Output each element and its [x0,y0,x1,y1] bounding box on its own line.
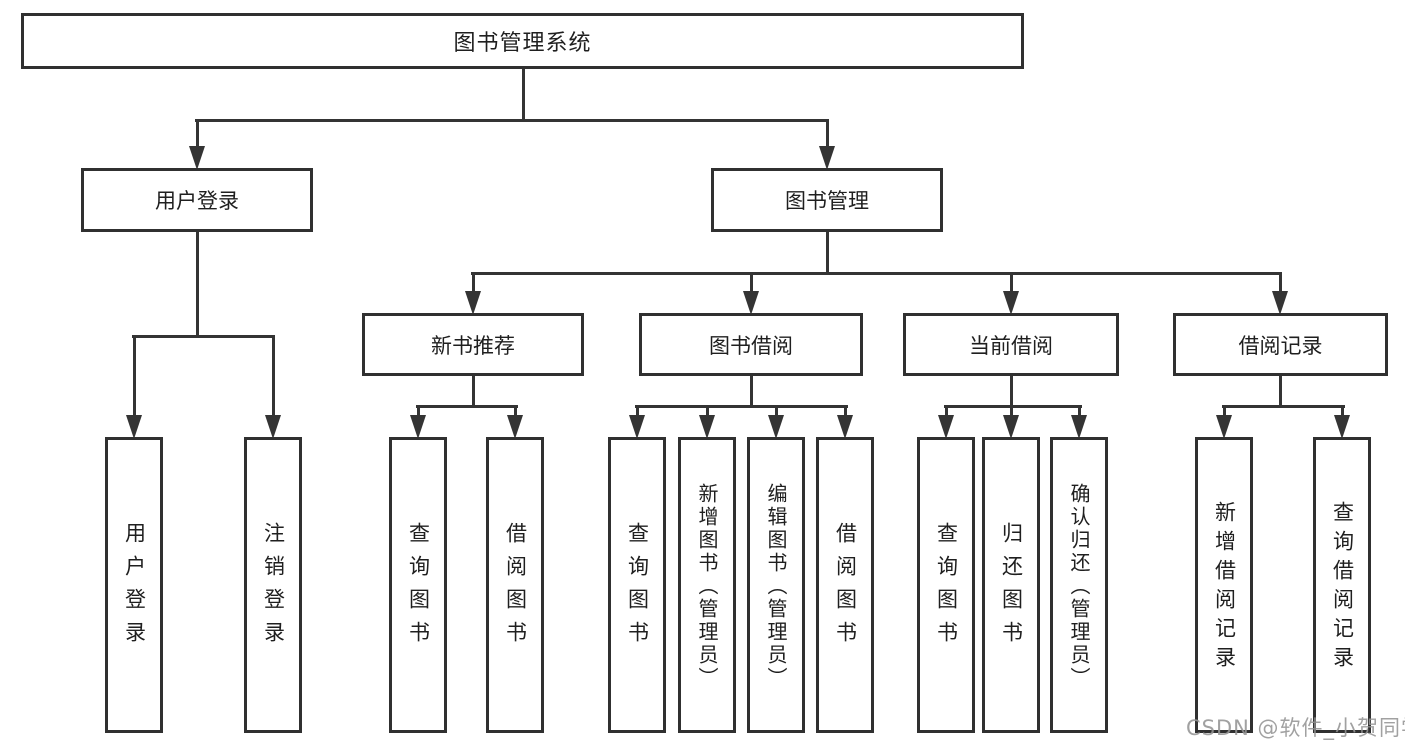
leaf-label: 查询借阅记录 [1330,501,1355,675]
arrowhead-bookborrow [743,291,759,315]
leaf-query-books-1: 查询图书 [389,437,447,733]
leaf-query-borrow-record: 查询借阅记录 [1313,437,1371,733]
leaf-label: 编辑图书（管理员） [764,482,788,690]
leaf-logout: 注销登录 [244,437,302,733]
leaf-label: 新增借阅记录 [1212,501,1237,675]
connector-borrowrecords-down [1279,376,1282,407]
connector-to-user-login [196,119,199,159]
arrowhead-leaf [1334,415,1350,439]
leaf-label: 归还图书 [999,522,1024,654]
connector-newbook-bus [416,405,518,408]
leaf-query-books-2: 查询图书 [608,437,666,733]
leaf-query-books-3: 查询图书 [917,437,975,733]
node-book-borrow: 图书借阅 [639,313,863,376]
leaf-label: 查询图书 [625,522,650,654]
leaf-label: 新增图书（管理员） [695,482,719,690]
leaf-edit-book-admin: 编辑图书（管理员） [747,437,805,733]
leaf-borrow-books-1: 借阅图书 [486,437,544,733]
connector-stub [1010,272,1013,300]
connector-root-bus [195,119,829,122]
leaf-add-borrow-record: 新增借阅记录 [1195,437,1253,733]
leaf-confirm-return-admin: 确认归还（管理员） [1050,437,1108,733]
leaf-user-login: 用户登录 [105,437,163,733]
arrowhead-newbook [465,291,481,315]
leaf-label: 确认归还（管理员） [1067,482,1091,690]
leaf-label: 用户登录 [122,522,147,654]
node-current-borrow-label: 当前借阅 [969,333,1053,358]
leaf-label: 查询图书 [934,522,959,654]
connector-bookmgmt-down [826,232,829,274]
node-book-borrow-label: 图书借阅 [709,333,793,358]
node-book-mgmt: 图书管理 [711,168,943,232]
leaf-label: 借阅图书 [503,522,528,654]
connector-stub [133,335,136,423]
connector-stub [750,272,753,300]
leaf-add-book-admin: 新增图书（管理员） [678,437,736,733]
arrowhead-borrowrecords [1272,291,1288,315]
arrowhead-leaf [837,415,853,439]
arrowhead-leaf [938,415,954,439]
arrowhead-leaf [1216,415,1232,439]
connector-bookmgmt-bus [471,272,1282,275]
connector-userlogin-down [196,232,199,337]
connector-currentborrow-down [1010,376,1013,407]
connector-bookborrow-down [750,376,753,407]
arrowhead-leaf [629,415,645,439]
arrowhead-leaf [1003,415,1019,439]
connector-newbook-down [472,376,475,407]
connector-to-book-mgmt [826,119,829,159]
node-user-login: 用户登录 [81,168,313,232]
connector-currentborrow-bus [944,405,1082,408]
node-root-label: 图书管理系统 [453,31,592,56]
arrowhead-leaf [768,415,784,439]
leaf-borrow-books-2: 借阅图书 [816,437,874,733]
arrowhead-leaf [1071,415,1087,439]
arrowhead-leaf [507,415,523,439]
node-user-login-label: 用户登录 [155,189,239,213]
leaf-label: 借阅图书 [833,522,858,654]
connector-stub [472,272,475,300]
connector-stub [1279,272,1282,300]
node-new-book-rec-label: 新书推荐 [431,333,515,358]
node-book-mgmt-label: 图书管理 [785,189,869,213]
arrowhead-leaf [410,415,426,439]
arrowhead-leaf [265,415,281,439]
arrowhead-leaf [699,415,715,439]
node-root: 图书管理系统 [21,13,1024,69]
connector-stub [272,335,275,423]
node-borrow-records: 借阅记录 [1173,313,1388,376]
node-borrow-records-label: 借阅记录 [1238,333,1323,358]
arrowhead-leaf [126,415,142,439]
csdn-watermark: CSDN @软件_小贺同学 [1186,716,1405,740]
connector-userlogin-bus [132,335,275,338]
leaf-return-book: 归还图书 [982,437,1040,733]
leaf-label: 注销登录 [261,522,286,654]
node-new-book-rec: 新书推荐 [362,313,584,376]
arrowhead-user-login [189,146,205,170]
node-current-borrow: 当前借阅 [903,313,1119,376]
connector-bookborrow-bus [635,405,848,408]
connector-root-down [522,69,525,121]
arrowhead-currentborrow [1003,291,1019,315]
connector-borrowrecords-bus [1222,405,1345,408]
arrowhead-book-mgmt [819,146,835,170]
leaf-label: 查询图书 [406,522,431,654]
